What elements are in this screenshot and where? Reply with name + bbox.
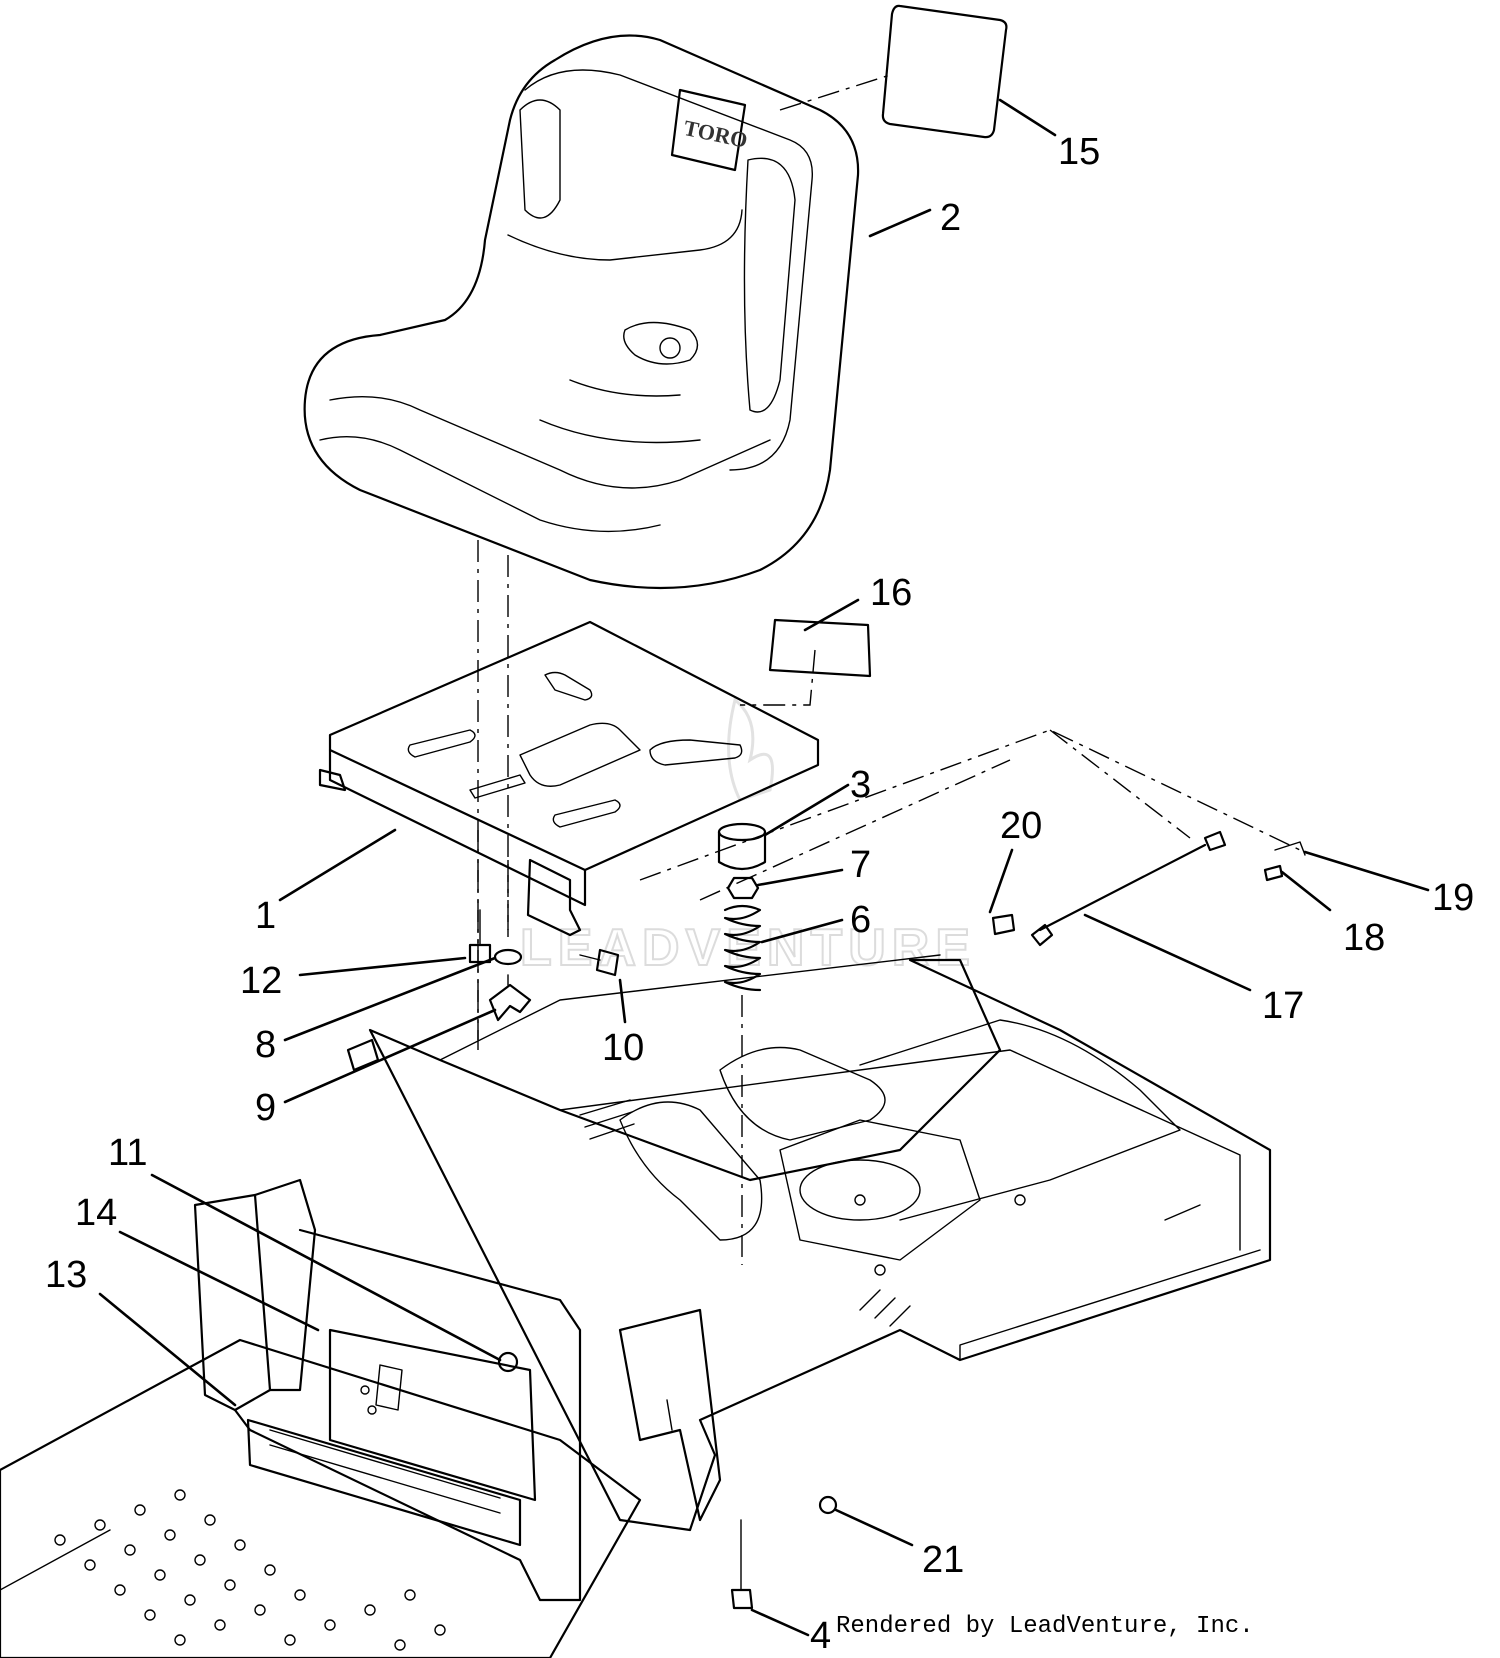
callout-12: 12 — [240, 960, 282, 1002]
callout-21: 21 — [922, 1539, 964, 1581]
callout-9: 9 — [255, 1087, 276, 1129]
part-3-bumper — [717, 822, 767, 871]
part-9-clip — [346, 1038, 380, 1072]
callout-19: 19 — [1432, 877, 1474, 919]
callout-7: 7 — [850, 844, 871, 886]
frame-reference-outline — [639, 729, 1301, 901]
part-12-bolt — [468, 909, 492, 964]
part-20-bolt — [991, 913, 1016, 936]
callout-11: 11 — [108, 1132, 147, 1174]
leader-lines — [98, 98, 1430, 1637]
part-4-bolt — [730, 1519, 754, 1610]
part-14-control-decal — [328, 1328, 537, 1502]
floor-pan — [0, 1338, 642, 1658]
rendered-by-credit: Rendered by LeadVenture, Inc. — [836, 1613, 1254, 1640]
part-17-harness — [1030, 729, 1227, 947]
part-15-decal — [779, 4, 1008, 139]
part-1-seat-plate — [318, 620, 820, 1050]
callout-15: 15 — [1058, 131, 1100, 173]
callout-14: 14 — [75, 1192, 117, 1234]
callout-16: 16 — [870, 572, 912, 614]
part-18-pin — [1263, 864, 1284, 882]
chassis-frame — [368, 954, 1272, 1532]
callout-10: 10 — [602, 1027, 644, 1069]
floor-pan-holes — [54, 1489, 446, 1651]
part-19-clip — [1274, 841, 1306, 856]
part-8-washer — [493, 948, 523, 966]
part-13-warning-decal — [246, 1418, 522, 1547]
part-16-decal — [740, 618, 872, 706]
callout-labels: 15 2 16 3 20 7 19 1 6 18 12 17 8 10 9 11… — [45, 131, 1474, 1657]
callout-18: 18 — [1343, 917, 1385, 959]
callout-6: 6 — [850, 899, 871, 941]
callout-17: 17 — [1262, 985, 1304, 1027]
callout-13: 13 — [45, 1254, 87, 1296]
callout-8: 8 — [255, 1024, 276, 1066]
part-21-nut — [818, 1495, 838, 1515]
watermark-text: LEADVENTURE — [520, 919, 976, 977]
part-11-fastener — [497, 1351, 519, 1373]
callout-1: 1 — [255, 895, 276, 937]
part-6-spring — [723, 904, 762, 1265]
seat-toro-logo: TORO — [670, 88, 750, 172]
callout-20: 20 — [1000, 805, 1042, 847]
part-2-seat: TORO — [303, 34, 860, 1040]
right-bracket — [618, 1308, 722, 1522]
part-9-knob — [488, 974, 532, 1022]
callout-2: 2 — [940, 197, 961, 239]
callout-3: 3 — [850, 764, 871, 806]
callout-4: 4 — [810, 1615, 831, 1657]
part-13-front-panel — [193, 1178, 582, 1602]
part-10-bolt — [579, 948, 620, 977]
leadventure-watermark: LEADVENTURE — [519, 697, 976, 978]
